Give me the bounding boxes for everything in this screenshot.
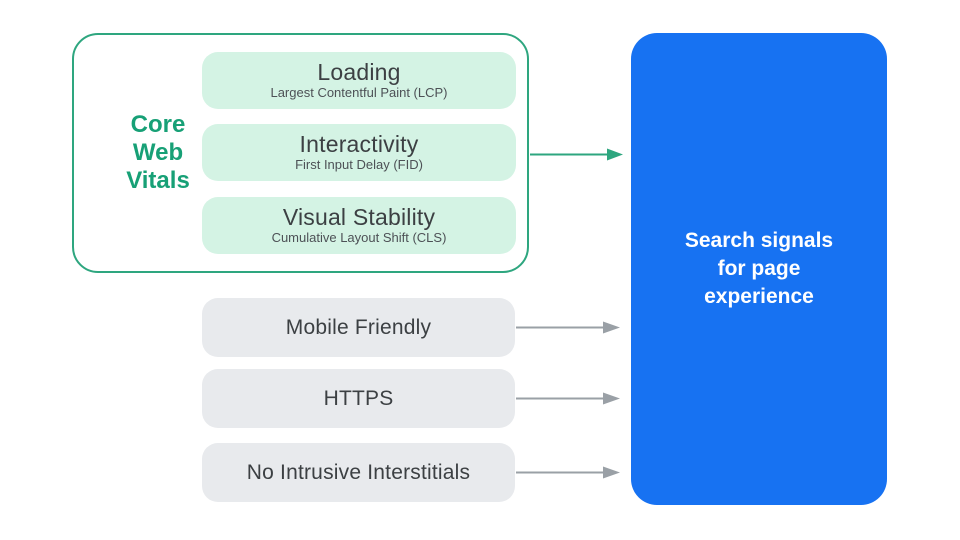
signal-box-https: HTTPS bbox=[202, 369, 515, 428]
vital-subtitle-lcp: Largest Contentful Paint (LCP) bbox=[270, 85, 448, 100]
signal-box-mobile-friendly: Mobile Friendly bbox=[202, 298, 515, 357]
signal-label-https: HTTPS bbox=[323, 386, 394, 410]
search-signals-box: Search signals for page experience bbox=[631, 33, 887, 505]
vital-box-loading: Loading Largest Contentful Paint (LCP) bbox=[202, 52, 516, 109]
vital-title-interactivity: Interactivity bbox=[299, 131, 419, 157]
mobile-friendly-to-search-arrow bbox=[516, 321, 620, 334]
core-web-vitals-label: Core Web Vitals bbox=[126, 111, 190, 194]
vital-subtitle-fid: First Input Delay (FID) bbox=[295, 157, 423, 172]
interstitials-to-search-arrow bbox=[516, 466, 620, 479]
core-web-vitals-group-outline bbox=[72, 33, 529, 273]
signal-box-no-intrusive-interstitials: No Intrusive Interstitials bbox=[202, 443, 515, 502]
cwv-to-search-arrow bbox=[530, 148, 623, 161]
vital-box-interactivity: Interactivity First Input Delay (FID) bbox=[202, 124, 516, 181]
https-to-search-arrow bbox=[516, 392, 620, 405]
vital-box-visual-stability: Visual Stability Cumulative Layout Shift… bbox=[202, 197, 516, 254]
signal-label-mobile-friendly: Mobile Friendly bbox=[285, 315, 432, 339]
vital-subtitle-cls: Cumulative Layout Shift (CLS) bbox=[271, 230, 447, 245]
signal-label-no-intrusive-interstitials: No Intrusive Interstitials bbox=[246, 460, 471, 484]
vital-title-loading: Loading bbox=[317, 59, 401, 85]
vital-title-visual-stability: Visual Stability bbox=[282, 204, 436, 230]
